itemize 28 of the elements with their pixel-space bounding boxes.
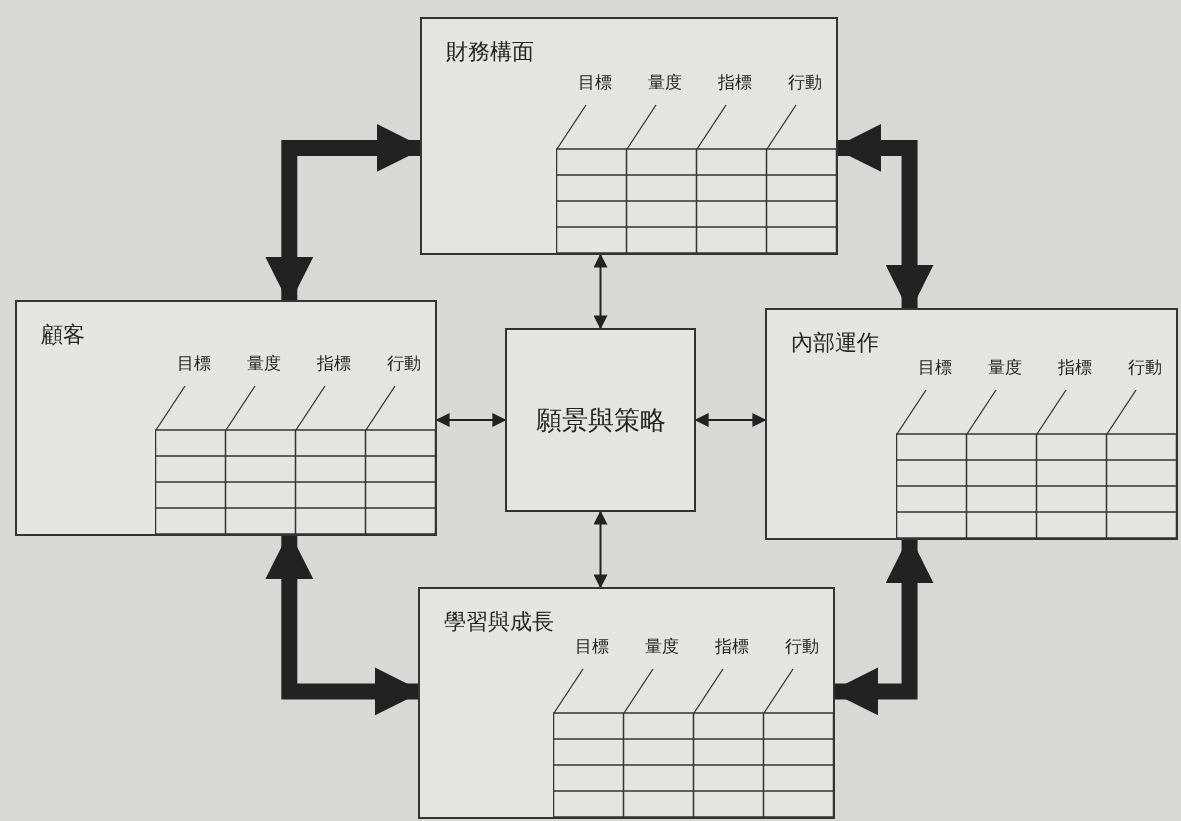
perspective-title: 財務構面	[446, 38, 534, 66]
column-header: 量度	[247, 352, 281, 375]
column-header: 量度	[648, 71, 682, 94]
column-header: 指標	[1058, 356, 1092, 379]
perspective-title: 內部運作	[791, 329, 879, 357]
column-header: 指標	[718, 71, 752, 94]
column-header: 量度	[988, 356, 1022, 379]
process-box	[505, 328, 696, 512]
perspective-box	[15, 300, 437, 536]
perspective-box	[420, 17, 838, 255]
column-header: 目標	[575, 635, 609, 658]
column-header: 行動	[387, 352, 421, 375]
column-header: 量度	[645, 635, 679, 658]
column-header: 目標	[177, 352, 211, 375]
perspective-box	[418, 587, 835, 819]
column-header: 行動	[788, 71, 822, 94]
perspective-title: 顧客	[41, 321, 85, 349]
column-header: 行動	[1128, 356, 1162, 379]
column-header: 指標	[715, 635, 749, 658]
node-label: 願景與策略	[535, 403, 666, 437]
column-header: 目標	[578, 71, 612, 94]
column-header: 目標	[918, 356, 952, 379]
perspective-title: 學習與成長	[444, 608, 554, 636]
column-header: 行動	[785, 635, 819, 658]
column-header: 指標	[317, 352, 351, 375]
double-arrow	[593, 510, 608, 589]
perspective-box	[765, 308, 1178, 540]
double-arrow	[593, 253, 608, 330]
